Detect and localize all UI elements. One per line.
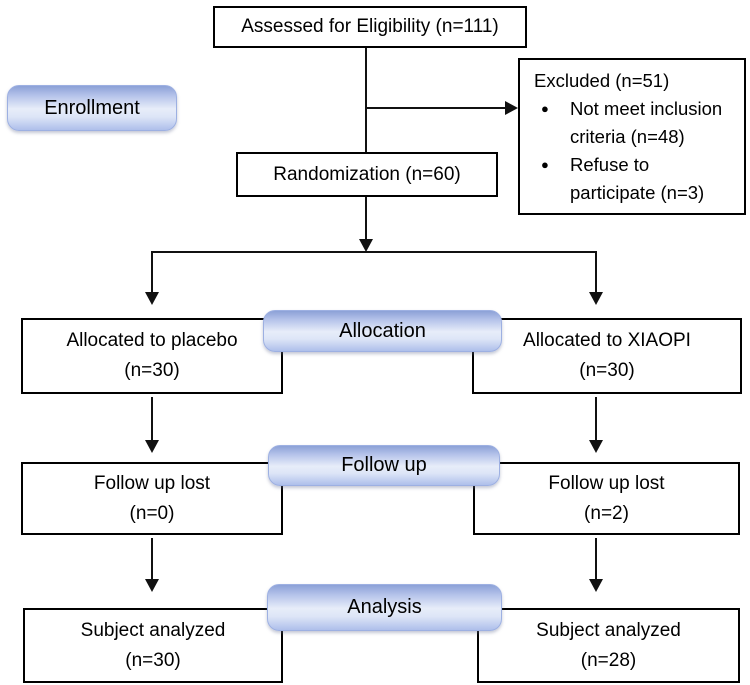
allocation-stage-pill: Allocation	[263, 310, 502, 352]
allocated-placebo-count: (n=30)	[124, 360, 180, 381]
analysis-stage-label: Analysis	[347, 596, 422, 618]
allocated-placebo-label: Allocated to placebo	[66, 330, 238, 351]
connector-to-excluded	[366, 107, 505, 109]
excluded-item-text: Refuse to participate (n=3)	[570, 154, 705, 203]
connector-follow-analysis-left	[151, 538, 153, 579]
subject-analyzed-xiaopi-label: Subject analyzed	[536, 619, 681, 641]
assessed-eligibility-label: Assessed for Eligibility (n=111)	[241, 16, 499, 37]
followup-stage-label: Follow up	[341, 454, 427, 476]
subject-analyzed-placebo-box: Subject analyzed (n=30)	[23, 608, 283, 683]
allocated-xiaopi-box: Allocated to XIAOPI (n=30)	[472, 318, 742, 394]
analysis-stage-pill: Analysis	[267, 584, 502, 631]
connector-alloc-follow-left	[151, 397, 153, 440]
followup-lost-xiaopi-box: Follow up lost (n=2)	[473, 462, 740, 535]
followup-lost-xiaopi-label: Follow up lost	[548, 472, 665, 494]
excluded-title: Excluded (n=51)	[534, 70, 670, 91]
connector-alloc-follow-right	[595, 397, 597, 440]
arrowhead-to-excluded-icon	[505, 101, 518, 115]
arrowhead-alloc-follow-right-icon	[589, 440, 603, 453]
connector-branch-left	[151, 251, 153, 292]
excluded-item: ● Not meet inclusion criteria (n=48)	[532, 95, 734, 151]
allocated-placebo-box: Allocated to placebo (n=30)	[21, 318, 283, 394]
bullet-icon: ●	[541, 157, 549, 172]
connector-branch-horizontal	[151, 251, 597, 253]
arrowhead-branch-right-icon	[589, 292, 603, 305]
bullet-icon: ●	[541, 101, 549, 116]
enrollment-stage-pill: Enrollment	[7, 85, 177, 131]
arrowhead-randomization-icon	[359, 239, 373, 252]
excluded-item-text: Not meet inclusion criteria (n=48)	[570, 98, 723, 147]
connector-assessed-to-randomization	[365, 48, 367, 152]
arrowhead-follow-analysis-right-icon	[589, 579, 603, 592]
allocated-xiaopi-label: Allocated to XIAOPI	[523, 330, 691, 351]
connector-branch-right	[595, 251, 597, 292]
connector-randomization-down	[365, 197, 367, 240]
excluded-item: ● Refuse to participate (n=3)	[532, 151, 734, 207]
arrowhead-alloc-follow-left-icon	[145, 440, 159, 453]
assessed-eligibility-box: Assessed for Eligibility (n=111)	[213, 6, 527, 48]
followup-stage-pill: Follow up	[268, 445, 500, 486]
followup-lost-placebo-count: (n=0)	[129, 502, 175, 524]
followup-lost-placebo-label: Follow up lost	[93, 472, 211, 494]
subject-analyzed-placebo-label: Subject analyzed	[80, 619, 226, 641]
arrowhead-follow-analysis-left-icon	[145, 579, 159, 592]
randomization-box: Randomization (n=60)	[236, 152, 498, 197]
randomization-label: Randomization (n=60)	[273, 163, 461, 185]
subject-analyzed-placebo-count: (n=30)	[125, 649, 181, 671]
followup-lost-placebo-box: Follow up lost (n=0)	[21, 462, 283, 535]
followup-lost-xiaopi-count: (n=2)	[584, 502, 629, 524]
connector-follow-analysis-right	[595, 538, 597, 579]
enrollment-stage-label: Enrollment	[44, 96, 140, 119]
subject-analyzed-xiaopi-box: Subject analyzed (n=28)	[477, 608, 740, 683]
excluded-box: Excluded (n=51) ● Not meet inclusion cri…	[518, 58, 746, 215]
allocation-stage-label: Allocation	[339, 319, 426, 342]
subject-analyzed-xiaopi-count: (n=28)	[580, 649, 637, 671]
arrowhead-branch-left-icon	[145, 292, 159, 305]
allocated-xiaopi-count: (n=30)	[579, 360, 635, 381]
